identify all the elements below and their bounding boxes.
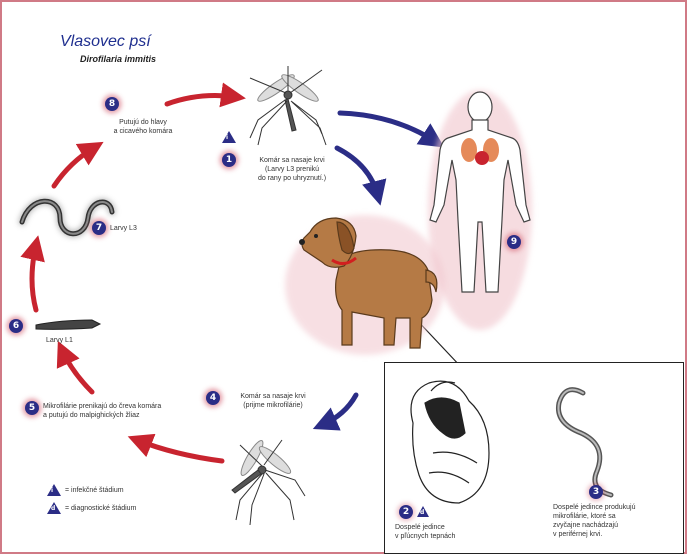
step-8-badge: 8 — [105, 97, 119, 111]
legend-infective-icon: i — [47, 484, 61, 496]
mosquito-bottom — [232, 438, 305, 525]
larva-l1 — [36, 320, 100, 329]
step-5-label: Mikrofilárie prenikajú do čreva komára a… — [43, 402, 161, 420]
legend-diagnostic-icon: d — [47, 502, 61, 514]
step-2-badge: 2 — [399, 505, 413, 519]
step-6-badge: 6 — [9, 319, 23, 333]
dog-illustration — [285, 215, 445, 355]
mosquito-top — [250, 66, 326, 145]
step-5-badge: 5 — [25, 401, 39, 415]
step-9-badge: 9 — [507, 235, 521, 249]
step-2-label: Dospelé jedince v pľúcnych tepnách — [395, 523, 455, 541]
step-1-label: Komár sa nasaje krvi (Larvy L3 prenikú d… — [232, 156, 352, 183]
step-6-label: Larvy L1 — [46, 336, 73, 345]
step-7-label: Larvy L3 — [110, 224, 137, 233]
arrow-6-to-7 — [32, 245, 36, 310]
arrow-mosquito-to-5 — [137, 440, 222, 461]
diagram-title: Vlasovec psí — [60, 33, 151, 51]
diagram-subtitle: Dirofilaria immitis — [80, 54, 156, 64]
step-3-badge: 3 — [589, 485, 603, 499]
arrow-8-to-1 — [167, 96, 236, 104]
arrow-5-to-6 — [62, 350, 92, 392]
step-8-label: Putujú do hlavy a cicavého komára — [98, 118, 188, 136]
diagnostic-stage-icon: d — [417, 506, 429, 517]
heart-inset-box: 2 d Dospelé jedince v pľúcnych tepnách 3… — [384, 362, 684, 554]
step-3-label: Dospelé jedince produkujú mikrofilárie, … — [553, 503, 636, 539]
arrow-7-to-8 — [54, 147, 95, 186]
adult-worm — [558, 390, 611, 495]
arrow-1-to-human — [340, 113, 436, 142]
legend-diagnostic-label: = diagnostické štádium — [65, 504, 136, 513]
step-7-badge: 7 — [92, 221, 106, 235]
step-4-label: Komár sa nasaje krvi (prijme mikrofilári… — [218, 392, 328, 410]
legend-infective-label: = infekčné štádium — [65, 486, 124, 495]
infective-stage-icon: i — [222, 131, 236, 143]
heart-illustration — [411, 381, 489, 503]
